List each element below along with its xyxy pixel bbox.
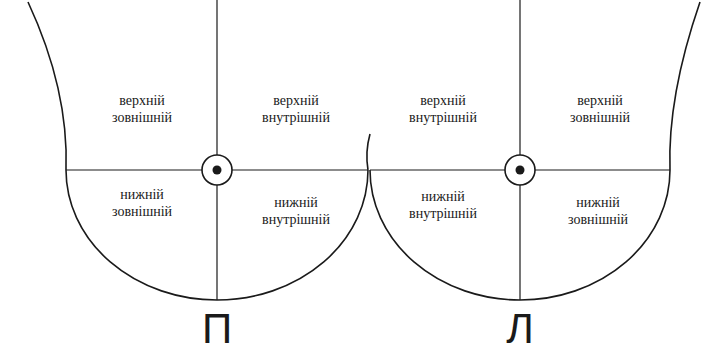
side-letter: Л <box>506 308 534 350</box>
vertical-divider <box>216 0 217 300</box>
vertical-divider <box>519 0 520 300</box>
left-outer-contour <box>28 2 66 170</box>
side-letter: П <box>202 308 232 350</box>
right-outer-contour <box>670 2 700 170</box>
cleavage-line <box>367 134 370 170</box>
quadrant-label: верхній внутрішній <box>244 93 348 127</box>
quadrant-label: верхній внутрішній <box>391 93 495 127</box>
quadrant-label: верхній зовнішній <box>548 93 652 127</box>
quadrant-label: нижній зовнішній <box>90 187 194 221</box>
quadrant-label: нижній внутрішній <box>244 195 348 229</box>
nipple-dot <box>516 166 525 175</box>
nipple-ring <box>202 155 232 185</box>
quadrant-label: верхній зовнішній <box>90 93 194 127</box>
quadrant-label: нижній внутрішній <box>391 189 495 223</box>
quadrant-label: нижній зовнішній <box>546 195 650 229</box>
nipple-dot <box>213 166 222 175</box>
nipple-ring <box>505 155 535 185</box>
